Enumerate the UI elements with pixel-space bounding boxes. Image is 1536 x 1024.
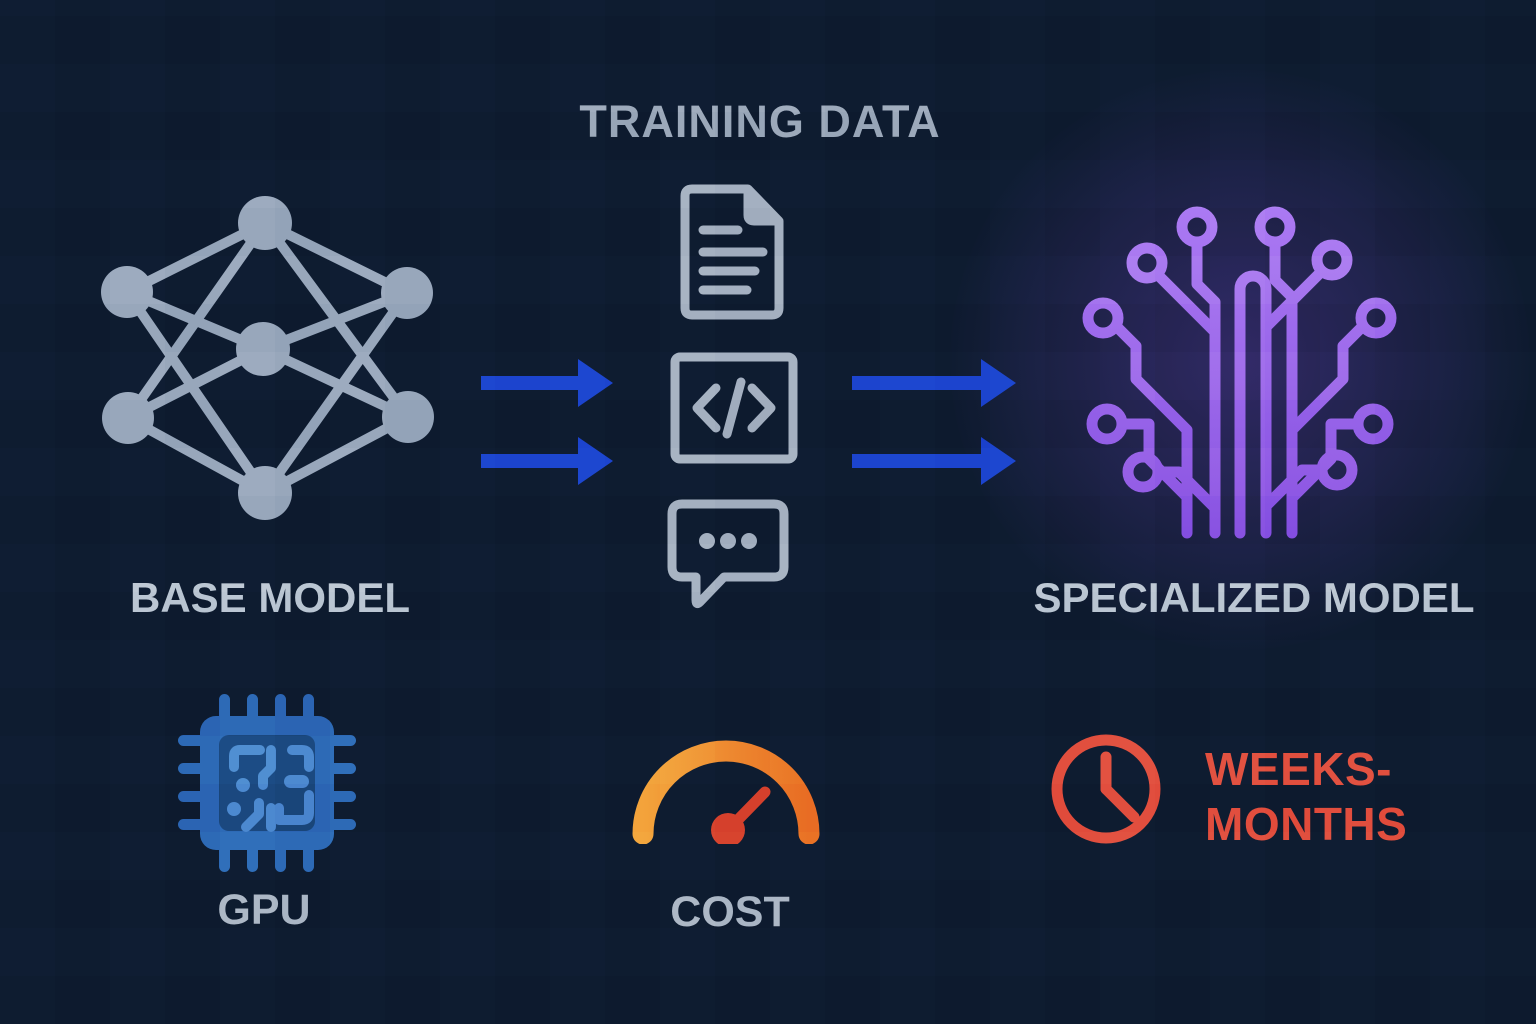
flow-arrow-left-bottom-icon	[481, 437, 613, 485]
flow-arrow-left-top-icon	[481, 359, 613, 407]
specialized-model-label: SPECIALIZED MODEL	[1033, 574, 1475, 621]
gpu-chip-icon	[178, 694, 356, 872]
document-icon	[680, 184, 784, 320]
training-data-heading: TRAINING DATA	[579, 96, 941, 147]
code-icon	[670, 352, 798, 464]
clock-icon	[1051, 734, 1161, 844]
gpu-label: GPU	[217, 886, 311, 934]
circuit-tree-icon	[1082, 206, 1397, 539]
flow-arrow-right-bottom-icon	[852, 437, 1016, 485]
duration-line1: WEEKS-	[1205, 743, 1392, 795]
duration-line2: MONTHS	[1205, 798, 1408, 850]
chat-bubble-icon	[667, 499, 789, 609]
cost-label: COST	[670, 888, 790, 936]
neural-network-icon	[101, 196, 434, 520]
flow-arrow-right-top-icon	[852, 359, 1016, 407]
duration-label: WEEKS- MONTHS	[1205, 742, 1407, 852]
base-model-label: BASE MODEL	[129, 574, 410, 621]
cost-gauge-icon	[632, 740, 820, 844]
